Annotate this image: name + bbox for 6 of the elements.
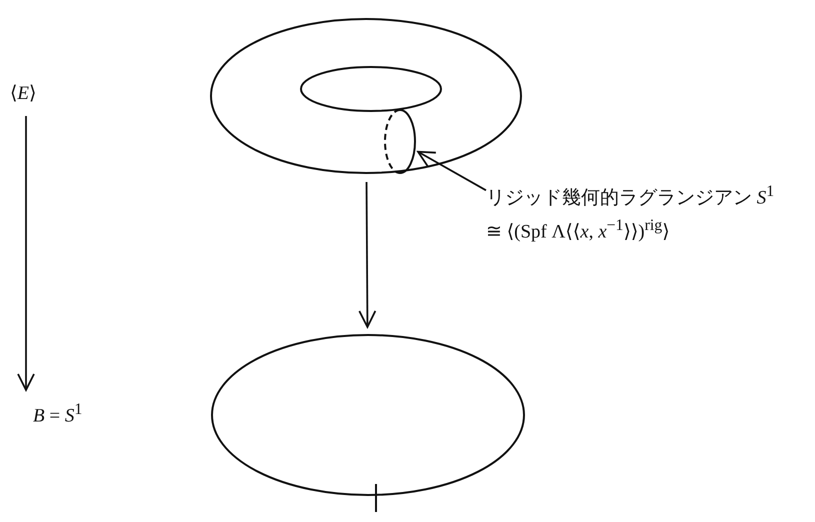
arrow [358,182,376,328]
arrow [417,150,486,192]
math-label: B = S$^{1}$ [33,396,123,430]
callout-text: リジッド幾何的ラグランジアン S$^{1}$ ≅ ⟨(Spf Λ⟨⟨x, x$^{−1}$⟩⟩)$^{rig}$⟩ [486,178,786,247]
math-label: ⟨E⟩ [10,80,50,108]
arrow [17,116,35,391]
